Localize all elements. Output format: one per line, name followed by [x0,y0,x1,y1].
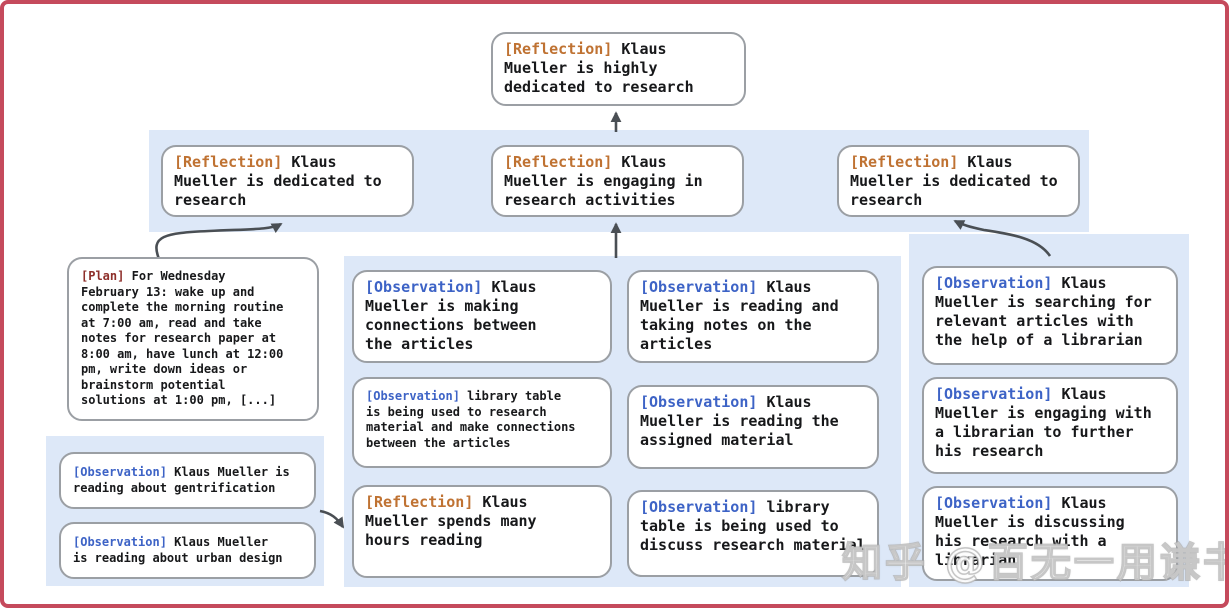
observation-tag: [Observation] [366,389,460,403]
plan-tag: [Plan] [81,269,125,283]
node-text: Klaus Mueller is engaging with a librari… [935,385,1152,460]
reflection-tag: [Reflection] [850,153,959,171]
node-text: library table is being used to discuss r… [640,498,866,554]
reflection-tag: [Reflection] [174,153,283,171]
observation-tag: [Observation] [640,278,758,296]
node-reflection-engaging: [Reflection] Klaus Mueller is engaging i… [491,145,744,217]
node-text: Klaus Mueller is searching for relevant … [935,274,1152,349]
observation-tag: [Observation] [365,278,483,296]
node-obs-library-table-research: [Observation] library table is being use… [352,377,612,468]
node-text: library table is being used to research … [366,389,576,450]
observation-tag: [Observation] [935,385,1053,403]
node-obs-gentrification: [Observation] Klaus Mueller is reading a… [59,452,316,509]
node-obs-engaging-librarian: [Observation] Klaus Mueller is engaging … [922,377,1178,474]
observation-tag: [Observation] [640,498,758,516]
observation-tag: [Observation] [935,274,1053,292]
node-text: Klaus Mueller is engaging in research ac… [504,153,703,209]
node-text: Klaus Mueller is discussing his research… [935,494,1125,569]
node-obs-discussing-librarian: [Observation] Klaus Mueller is discussin… [922,486,1178,581]
node-text: For Wednesday February 13: wake up and c… [81,269,284,407]
node-text: Klaus Mueller is reading about urban des… [73,535,283,565]
node-text: Klaus Mueller is making connections betw… [365,278,537,353]
reflection-tag: [Reflection] [504,153,613,171]
node-plan-wednesday: [Plan] For Wednesday February 13: wake u… [67,257,319,421]
node-obs-assigned-material: [Observation] Klaus Mueller is reading t… [627,385,879,469]
observation-tag: [Observation] [73,535,167,549]
node-text: Klaus Mueller is reading about gentrific… [73,465,290,495]
node-text: Klaus Mueller spends many hours reading [365,493,537,549]
node-text: Klaus Mueller is reading and taking note… [640,278,839,353]
node-obs-searching-articles: [Observation] Klaus Mueller is searching… [922,266,1178,365]
node-obs-urban-design: [Observation] Klaus Mueller is reading a… [59,522,316,579]
observation-tag: [Observation] [73,465,167,479]
observation-tag: [Observation] [935,494,1053,512]
node-reflection-hours-reading: [Reflection] Klaus Mueller spends many h… [352,485,612,578]
observation-tag: [Observation] [640,393,758,411]
node-root-reflection: [Reflection] Klaus Mueller is highly ded… [491,32,746,106]
node-obs-making-connections: [Observation] Klaus Mueller is making co… [352,270,612,363]
node-reflection-dedicated-2: [Reflection] Klaus Mueller is dedicated … [837,145,1080,217]
node-obs-library-table-discuss: [Observation] library table is being use… [627,490,879,577]
node-reflection-dedicated-1: [Reflection] Klaus Mueller is dedicated … [161,145,414,217]
node-text: Klaus Mueller is dedicated to research [850,153,1058,209]
reflection-tag: [Reflection] [504,40,613,58]
node-text: Klaus Mueller is reading the assigned ma… [640,393,839,449]
node-text: Klaus Mueller is dedicated to research [174,153,382,209]
node-obs-taking-notes: [Observation] Klaus Mueller is reading a… [627,270,879,363]
reflection-tag: [Reflection] [365,493,474,511]
node-text: Klaus Mueller is highly dedicated to res… [504,40,694,96]
